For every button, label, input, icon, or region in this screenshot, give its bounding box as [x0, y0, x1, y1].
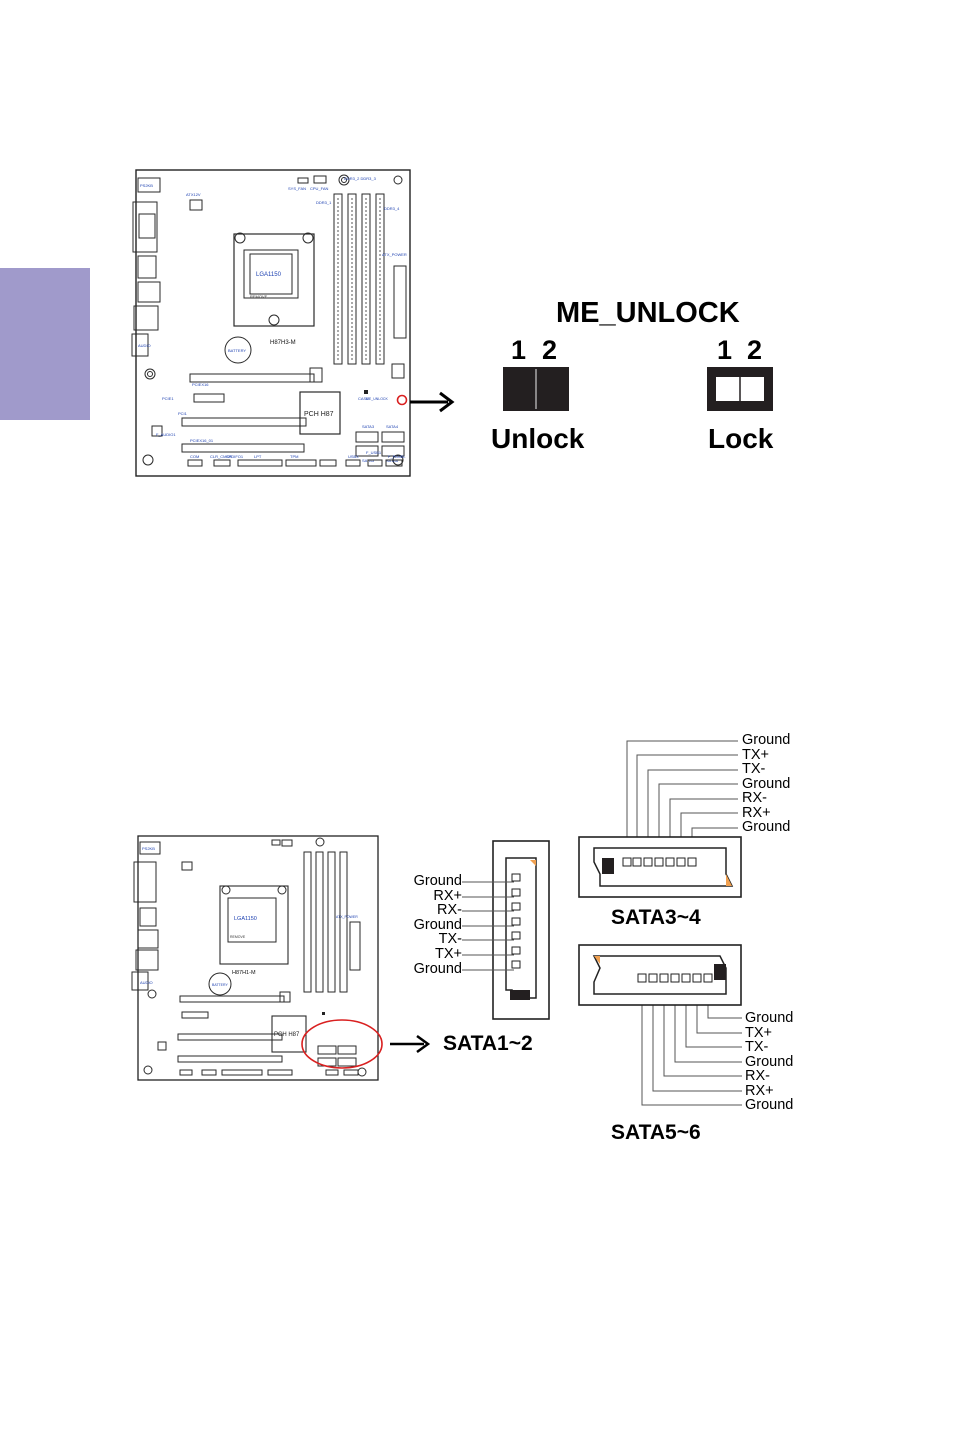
sata12-pin-7: Ground [413, 960, 462, 977]
sata34-pin-1: Ground [742, 732, 791, 748]
sata-highlight-ellipse [301, 1019, 383, 1069]
svg-text:PCIEX16_01: PCIEX16_01 [190, 438, 214, 443]
svg-text:USB3: USB3 [348, 454, 359, 459]
ps2kb-port [137, 177, 161, 193]
svg-text:DDR3_4: DDR3_4 [384, 206, 400, 211]
svg-text:SYS_FAN: SYS_FAN [288, 186, 306, 191]
sata34-pin-7: Ground [742, 819, 791, 835]
svg-text:AUDIO: AUDIO [138, 343, 151, 348]
svg-text:TPM: TPM [290, 454, 298, 459]
svg-text:AUDIO: AUDIO [140, 980, 153, 985]
sata56-pin-7: Ground [745, 1097, 794, 1113]
svg-text:F_USB1: F_USB1 [366, 450, 382, 455]
sata34-pin-4: Ground [742, 775, 791, 792]
ddr3-slots [333, 193, 385, 365]
svg-text:PCI1: PCI1 [178, 411, 188, 416]
sata56-pin-list: Ground TX+ TX- Ground RX- RX+ Ground [745, 1011, 793, 1113]
svg-text:CASE: CASE [358, 396, 369, 401]
sata56-pin-2: TX+ [745, 1024, 772, 1041]
svg-text:SPDIFO1: SPDIFO1 [226, 454, 244, 459]
sata12-connector-diagram [492, 840, 550, 1020]
svg-text:SATA4: SATA4 [386, 424, 399, 429]
svg-text:ATX_POWER: ATX_POWER [336, 915, 358, 919]
sata34-pin-2: TX+ [742, 746, 769, 763]
motherboard-diagram-bottom: PS2KB AUDIO LGA1150 REMOVE H87H1-M BATTE… [131, 835, 383, 1081]
sata56-pin-3: TX- [745, 1039, 769, 1055]
unlock-label: Unlock [491, 423, 585, 454]
sata34-pin-5: RX- [742, 790, 767, 806]
sata12-pin-1: Ground [413, 873, 462, 889]
svg-text:F_PANEL: F_PANEL [388, 454, 406, 459]
sata34-connector-diagram [578, 740, 742, 898]
svg-text:LGA1150: LGA1150 [234, 916, 257, 922]
sata56-label: SATA5~6 [611, 1121, 701, 1144]
svg-text:ME_UNLOCK: ME_UNLOCK [366, 397, 388, 401]
sata56-connector-diagram [578, 944, 742, 1106]
svg-text:LPT: LPT [254, 454, 262, 459]
svg-text:PCH H87: PCH H87 [274, 1032, 300, 1038]
sata12-pin-4: Ground [413, 916, 462, 933]
svg-text:BATTERY: BATTERY [228, 348, 246, 353]
svg-text:F_AUDIO1: F_AUDIO1 [156, 432, 176, 437]
svg-text:ATX_POWER: ATX_POWER [382, 252, 407, 257]
motherboard-diagram-top: PS2KB AUDIO ATX12V LGA1150 REMOVE H87H3-… [131, 169, 411, 477]
jumper-unlock-icon [503, 367, 569, 411]
vga-port [132, 201, 158, 253]
lock-pin-2-label: 2 [747, 335, 763, 365]
pointer-arrow-icon [390, 1034, 431, 1054]
svg-text:SATA3: SATA3 [362, 424, 375, 429]
audio-port [131, 333, 149, 357]
svg-text:PS2KB: PS2KB [142, 846, 155, 851]
sata12-pin-6: TX+ [435, 945, 462, 962]
sata12-pin-list: Ground RX+ RX- Ground TX- TX+ Ground [400, 874, 462, 976]
lock-label: Lock [708, 423, 774, 454]
unlock-pin-1-label: 1 [511, 335, 527, 365]
sata56-pin-6: RX+ [745, 1082, 774, 1099]
svg-text:LGA1150: LGA1150 [256, 272, 282, 278]
svg-text:DDR3_2 DDR3_3: DDR3_2 DDR3_3 [344, 176, 377, 181]
svg-text:BATTERY: BATTERY [212, 983, 228, 987]
jumper-lock-icon [707, 367, 773, 411]
svg-text:PCIE1: PCIE1 [162, 396, 174, 401]
svg-text:DDR3_1: DDR3_1 [316, 200, 332, 205]
svg-text:COM: COM [190, 454, 199, 459]
me-unlock-highlight [396, 394, 408, 406]
svg-text:CPU_FAN: CPU_FAN [310, 186, 329, 191]
lock-pin-1-label: 1 [717, 335, 733, 365]
svg-text:PCIEX16: PCIEX16 [192, 382, 209, 387]
svg-text:H87H1-M: H87H1-M [232, 970, 256, 976]
sata56-pin-5: RX- [745, 1068, 770, 1084]
chapter-side-tab [0, 268, 90, 420]
sata34-pin-3: TX- [742, 761, 766, 777]
svg-text:ATX12V: ATX12V [186, 192, 201, 197]
sata34-pin-6: RX+ [742, 804, 771, 821]
me-unlock-title: ME_UNLOCK [556, 297, 740, 329]
pointer-arrow-icon [410, 391, 455, 413]
svg-text:REMOVE: REMOVE [250, 294, 268, 299]
svg-text:PS2KB: PS2KB [140, 183, 153, 188]
sata12-label: SATA1~2 [443, 1032, 533, 1055]
svg-text:CLR_CMOS: CLR_CMOS [210, 454, 233, 459]
sata12-pin-2: RX+ [433, 887, 462, 904]
sata56-pin-4: Ground [745, 1053, 794, 1070]
svg-text:REMOVE: REMOVE [230, 935, 246, 939]
sata56-pin-1: Ground [745, 1010, 794, 1026]
sata34-label: SATA3~4 [611, 906, 701, 929]
sata12-pin-5: TX- [438, 931, 462, 948]
sata12-pin-leader-lines [462, 881, 514, 971]
unlock-pin-2-label: 2 [542, 335, 558, 365]
sata34-pin-list: Ground TX+ TX- Ground RX- RX+ Ground [742, 733, 790, 835]
svg-text:PCH H87: PCH H87 [304, 411, 334, 418]
sata12-pin-3: RX- [437, 902, 462, 919]
svg-text:H87H3-M: H87H3-M [270, 340, 296, 346]
